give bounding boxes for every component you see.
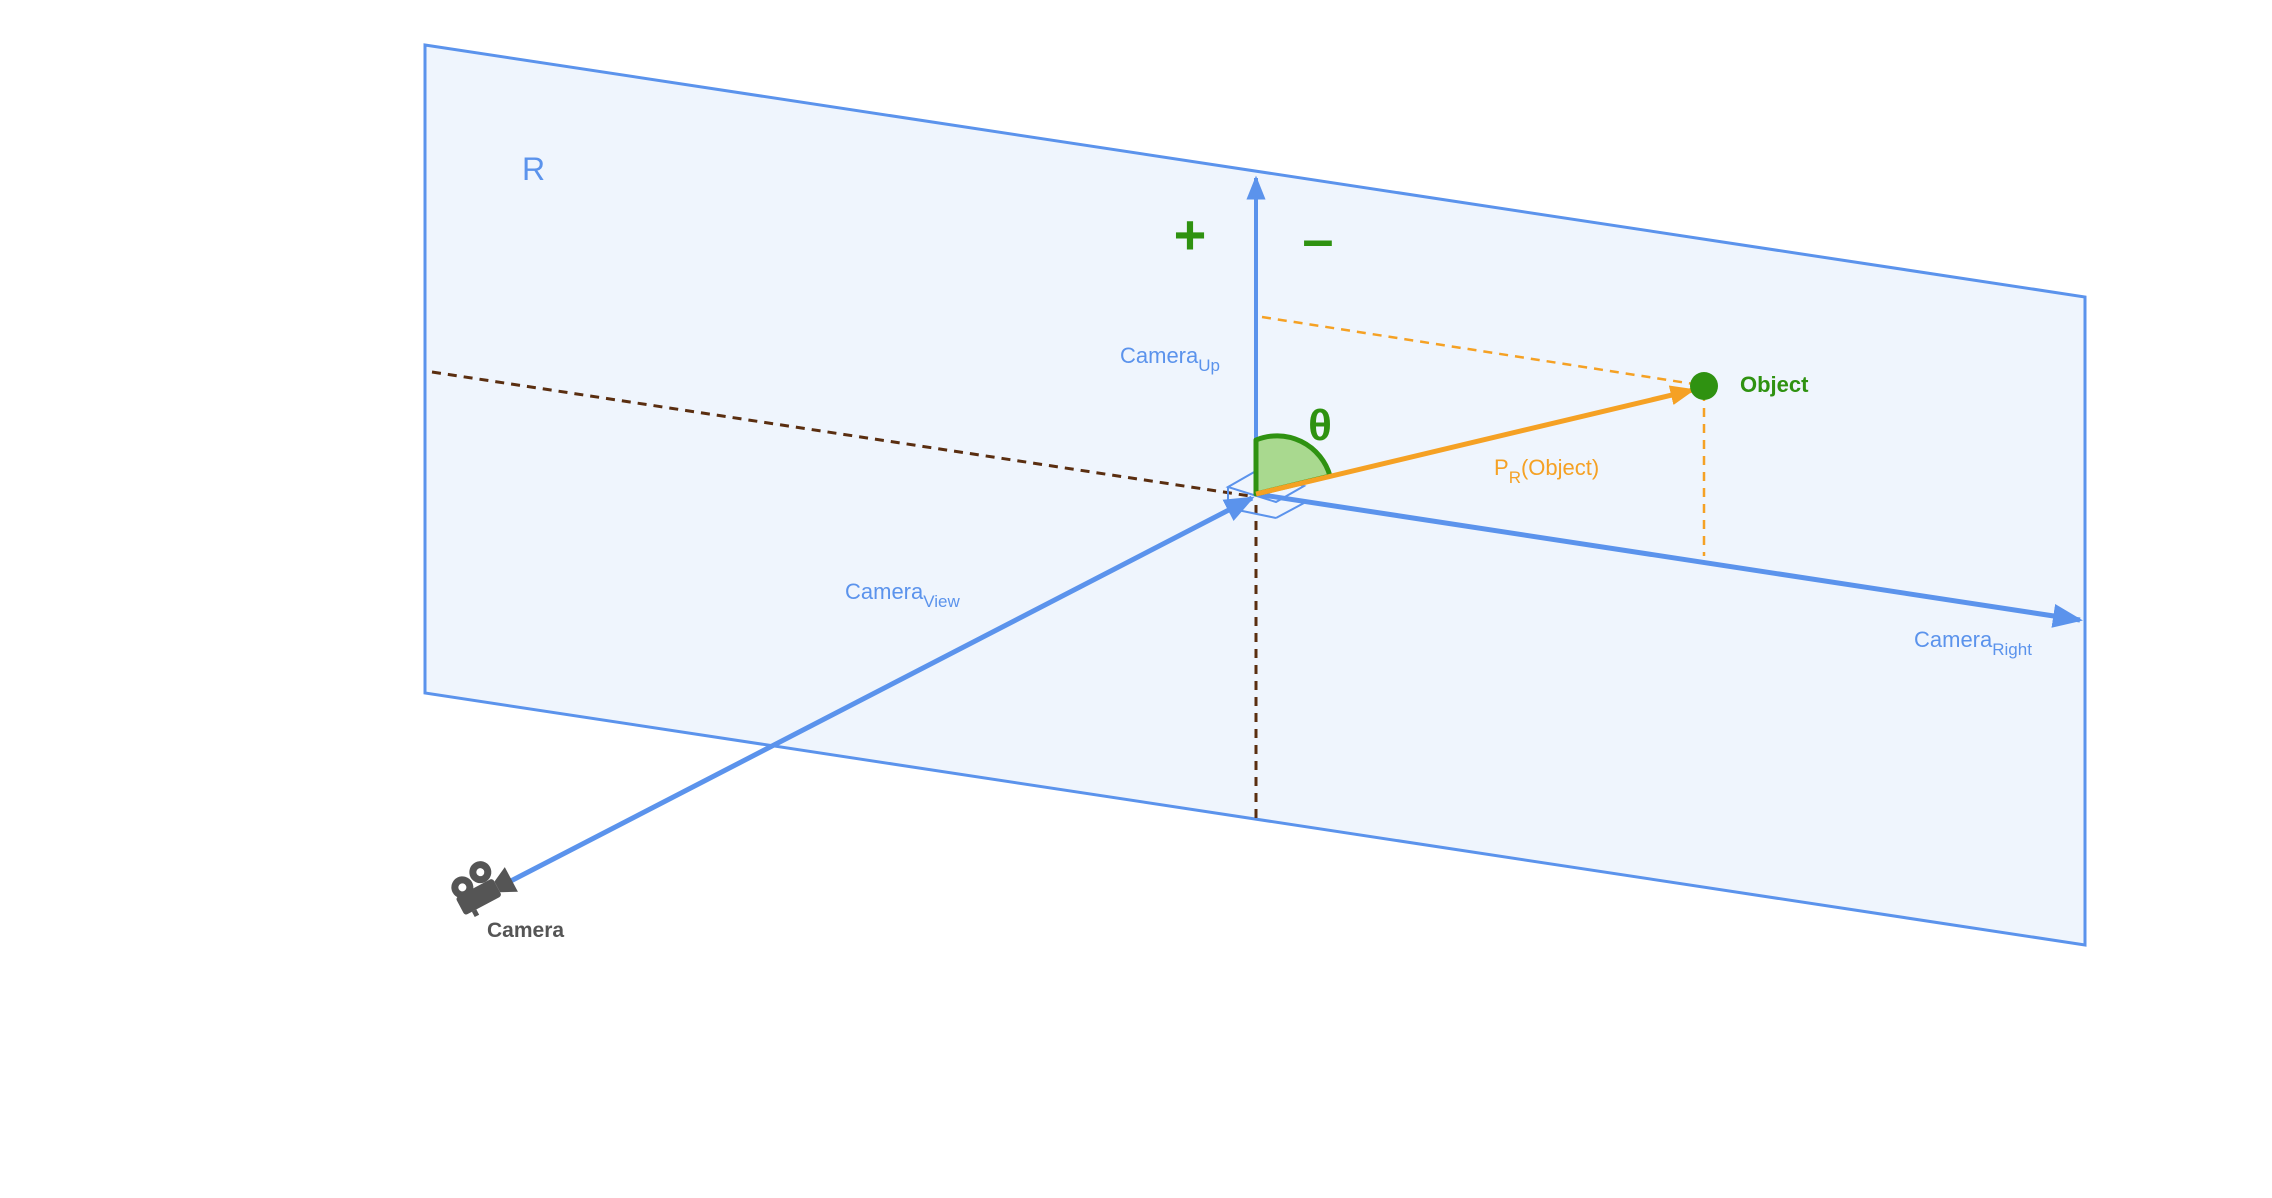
minus-sign: –	[1302, 207, 1333, 270]
object-point	[1690, 372, 1718, 400]
camera-up-label-base: Camera	[1120, 343, 1199, 368]
camera-view-axis	[503, 495, 1255, 887]
projection-label-tail: (Object)	[1521, 455, 1599, 480]
camera-right-label-sub: Right	[1992, 640, 2032, 659]
object-label: Object	[1740, 372, 1809, 397]
theta-label: θ	[1308, 401, 1332, 450]
camera-up-label: CameraUp	[1120, 343, 1220, 375]
projection-label-base: P	[1494, 455, 1509, 480]
horizon-dashed-line	[431, 370, 1251, 498]
plus-sign: +	[1174, 203, 1207, 266]
camera-right-axis	[1255, 491, 2083, 628]
camera-right-label: CameraRight	[1914, 627, 2032, 659]
projection-label-sub: R	[1509, 468, 1521, 487]
camera-up-label-sub: Up	[1198, 356, 1220, 375]
camera-label: Camera	[487, 919, 564, 942]
projection-to-up-dashed	[1261, 315, 1701, 387]
camera-view-label-base: Camera	[845, 579, 924, 604]
plane-label: R	[522, 151, 545, 187]
camera-right-label-base: Camera	[1914, 627, 1993, 652]
camera-view-label-sub: View	[923, 592, 960, 611]
projection-label: PR(Object)	[1494, 455, 1599, 487]
movie-camera-icon	[451, 861, 518, 918]
projected-object-vector	[1255, 385, 1696, 497]
camera-view-label: CameraView	[845, 579, 961, 611]
